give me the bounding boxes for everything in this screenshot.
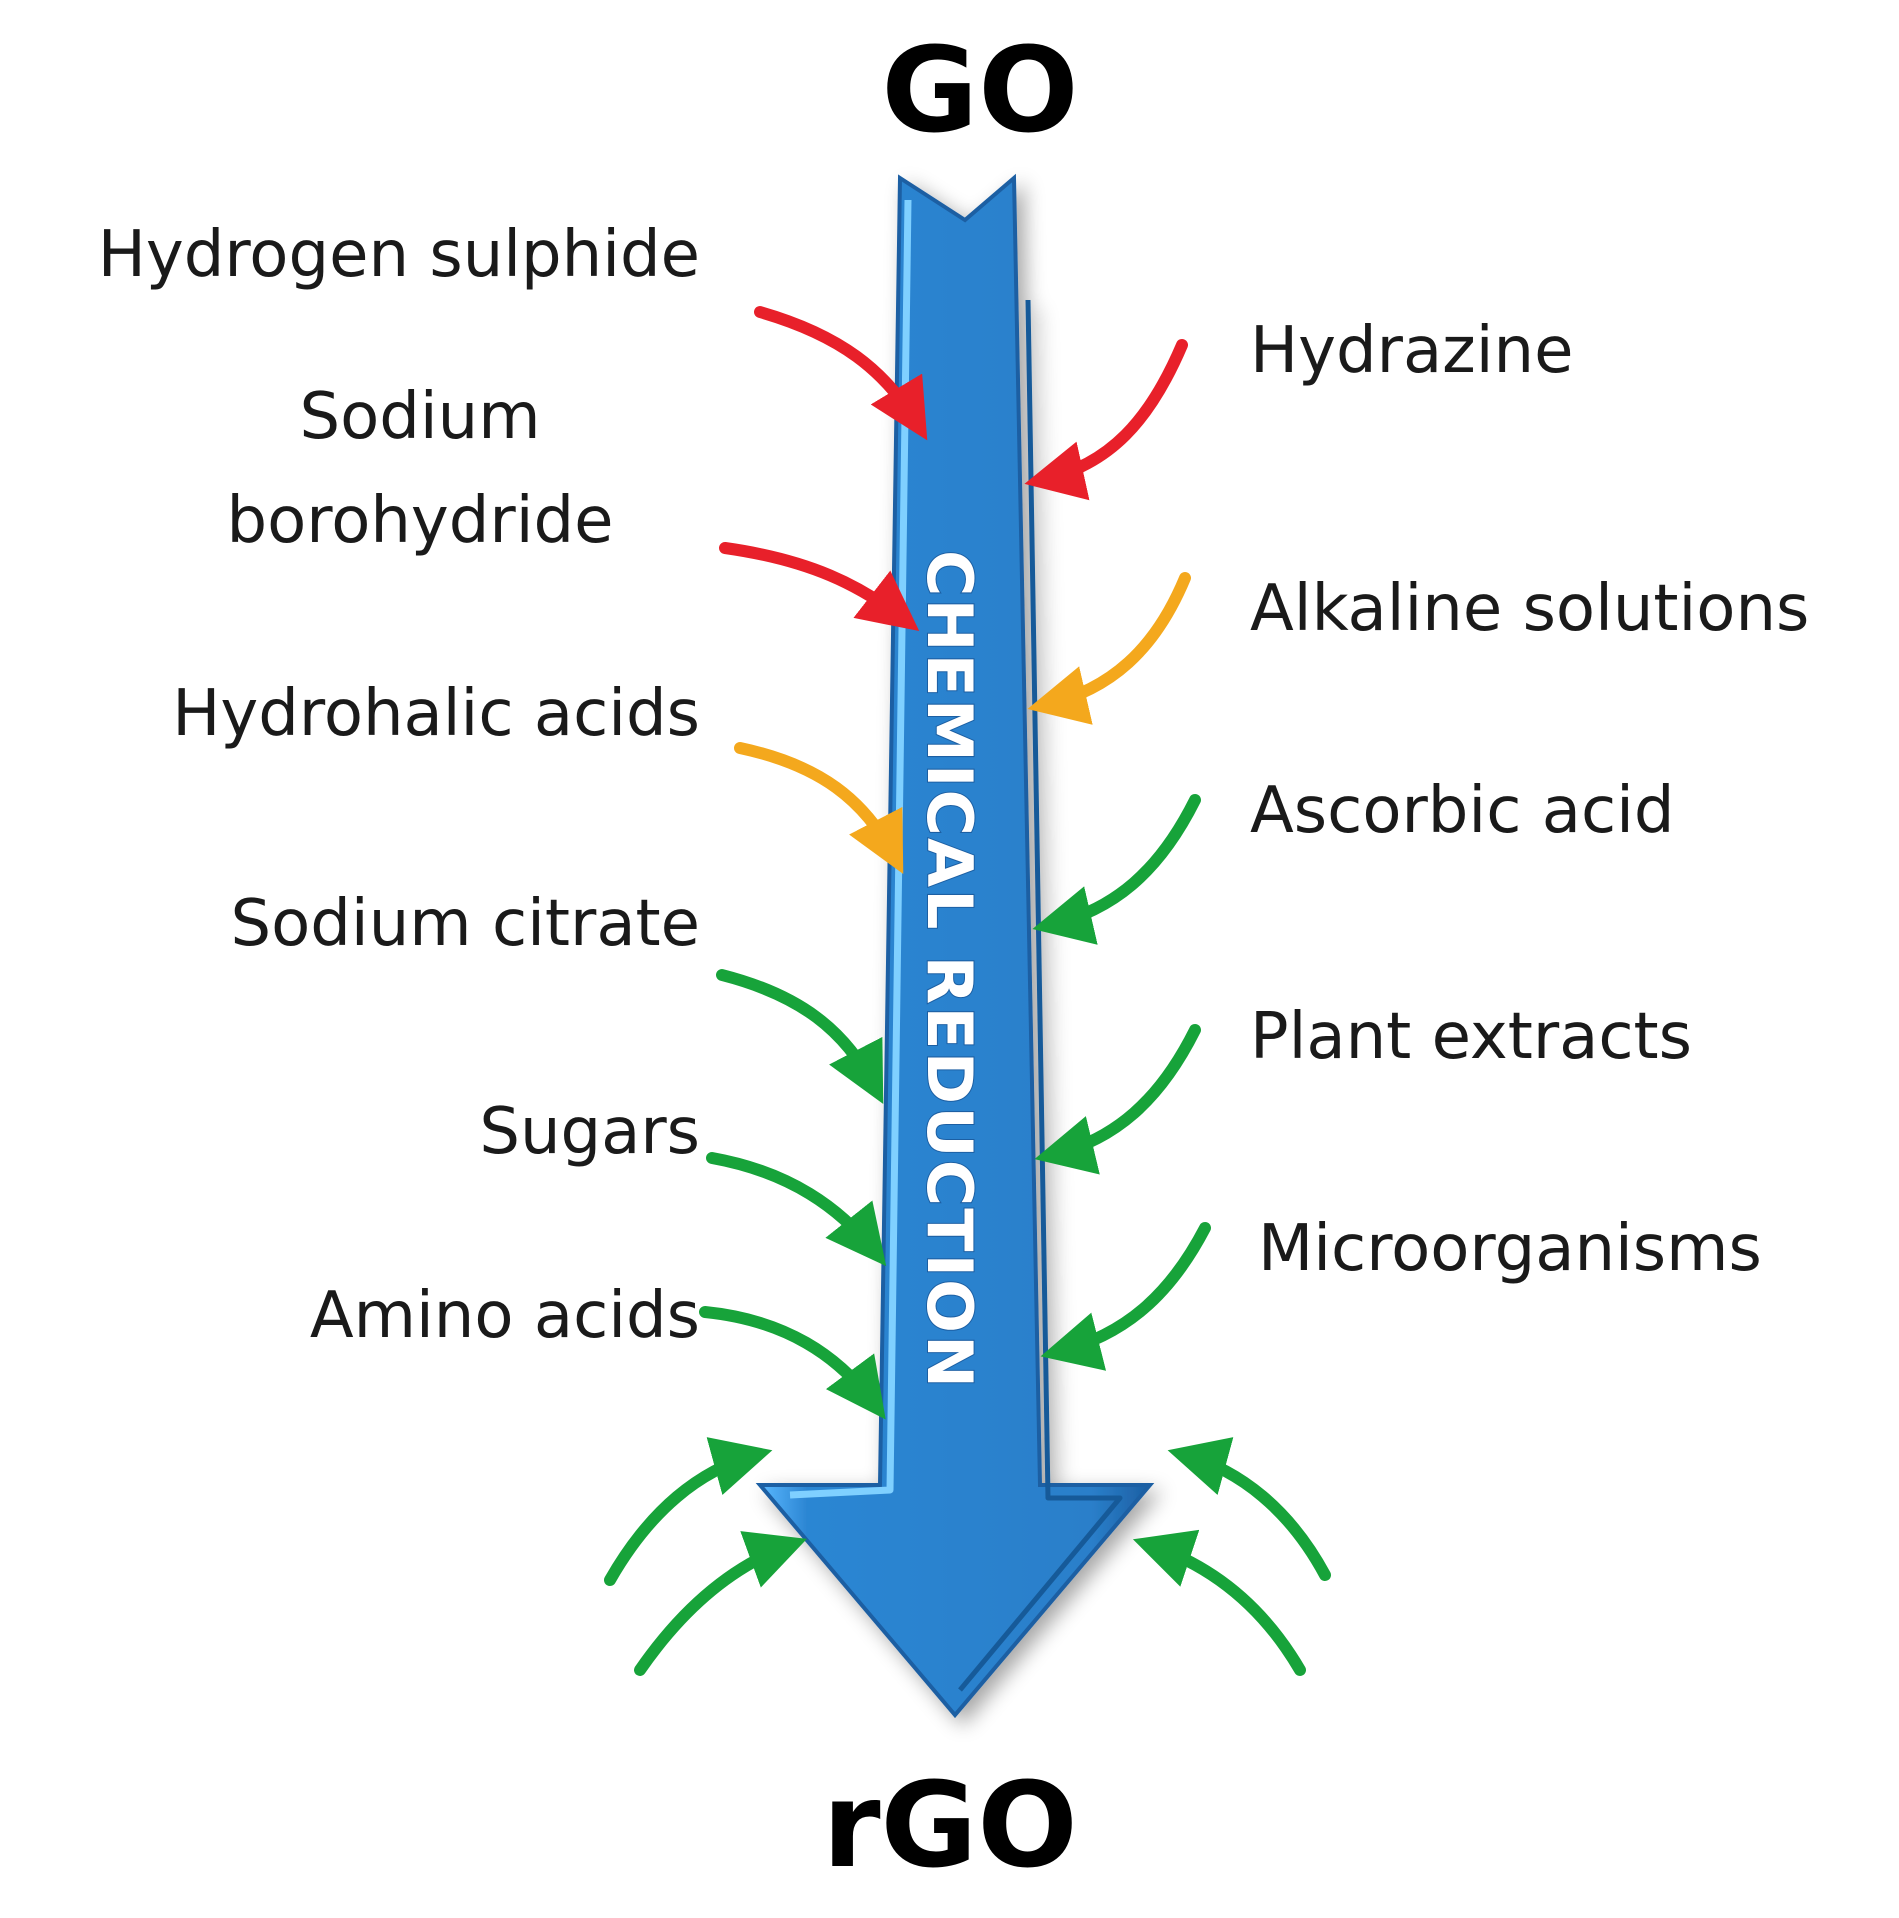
arrow-label: CHEMICAL REDUCTION bbox=[913, 550, 986, 1390]
top-node-go: GO bbox=[881, 21, 1079, 159]
label-amino-acids: Amino acids bbox=[309, 1279, 700, 1353]
arrow-ascorbic-acid bbox=[1032, 794, 1201, 945]
arrow-plant-extracts bbox=[1034, 1024, 1201, 1175]
arrow-microorganisms bbox=[1040, 1222, 1211, 1371]
label-ascorbic-acid: Ascorbic acid bbox=[1250, 774, 1675, 848]
bottom-node-rgo: rGO bbox=[822, 1756, 1078, 1894]
arrow-amino-acids bbox=[699, 1306, 886, 1420]
main-arrow-body bbox=[755, 173, 1155, 1719]
label-hydrohalic-acids: Hydrohalic acids bbox=[172, 677, 700, 751]
label-sodium-borohydride-line1: Sodium bbox=[299, 380, 541, 454]
arrow-sodium-borohydride bbox=[719, 542, 920, 632]
label-microorganisms: Microorganisms bbox=[1258, 1212, 1762, 1286]
arrow-bottom-left-lower bbox=[634, 1531, 807, 1676]
arrow-hydrazine bbox=[1024, 339, 1188, 501]
arrow-bottom-left-upper bbox=[604, 1437, 773, 1586]
label-plant-extracts: Plant extracts bbox=[1250, 1000, 1692, 1074]
label-hydrogen-sulphide: Hydrogen sulphide bbox=[97, 218, 700, 292]
label-sodium-citrate: Sodium citrate bbox=[230, 887, 701, 961]
arrow-sodium-citrate bbox=[716, 969, 884, 1104]
arrow-bottom-right-upper bbox=[1167, 1437, 1331, 1581]
arrow-hydrogen-sulphide bbox=[754, 306, 928, 441]
label-alkaline-solutions: Alkaline solutions bbox=[1250, 572, 1810, 646]
label-hydrazine: Hydrazine bbox=[1250, 314, 1574, 388]
arrow-hydrohalic-acids bbox=[734, 742, 904, 874]
label-sugars: Sugars bbox=[479, 1095, 700, 1169]
label-sodium-borohydride-line2: borohydride bbox=[226, 484, 614, 558]
arrow-sugars bbox=[706, 1152, 887, 1267]
arrow-alkaline-solutions bbox=[1027, 572, 1191, 725]
arrow-bottom-right-lower bbox=[1132, 1529, 1306, 1676]
